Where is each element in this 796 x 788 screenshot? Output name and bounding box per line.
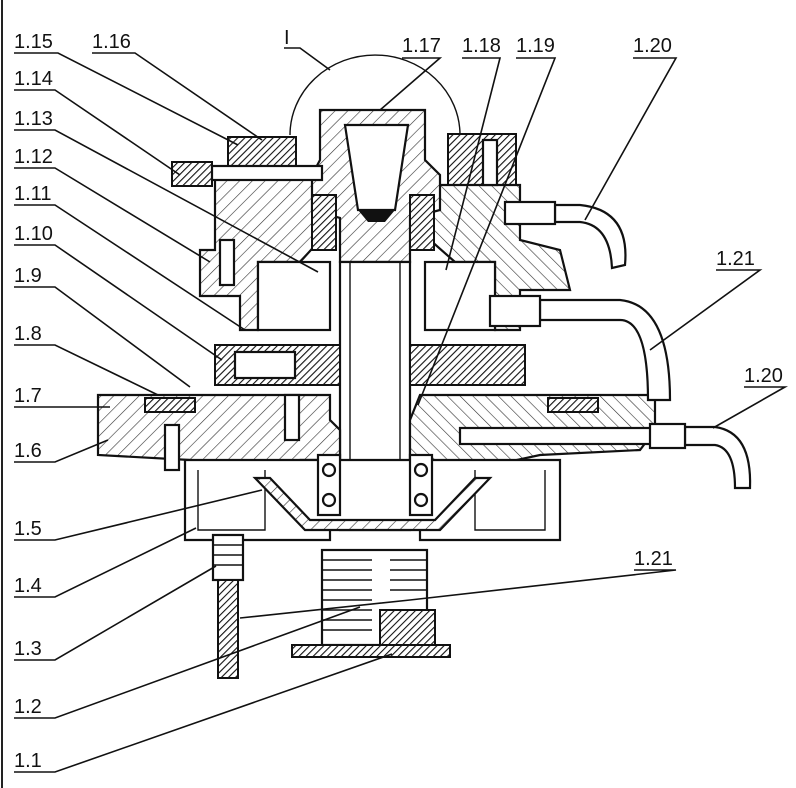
label-1-14: 1.14 <box>14 68 53 90</box>
detail-circle-I <box>289 54 461 136</box>
thread-lines <box>322 559 427 631</box>
seal-ring-left <box>144 397 196 413</box>
label-1-9: 1.9 <box>14 265 42 287</box>
fitting-hex <box>213 544 243 566</box>
label-1-18: 1.18 <box>462 35 501 57</box>
hose-fitting-mid <box>488 294 542 328</box>
leader-lines <box>14 47 789 773</box>
lower-shell-inner <box>197 470 546 531</box>
label-1-7: 1.7 <box>14 385 42 407</box>
label-1-11: 1.11 <box>14 183 51 205</box>
bearing-ball-2 <box>321 492 337 508</box>
label-1-3: 1.3 <box>14 638 42 660</box>
top-left-clamp <box>227 136 297 168</box>
label-1-15: 1.15 <box>14 31 53 53</box>
fitting-pipe <box>217 579 239 679</box>
label-1-1: 1.1 <box>14 750 42 772</box>
base-plate-1-1 <box>291 644 451 658</box>
upper-housing <box>198 133 572 332</box>
label-I: I <box>284 27 290 49</box>
label-1-19: 1.19 <box>516 35 555 57</box>
hose-1-20-top <box>553 203 627 270</box>
label-1-16: 1.16 <box>92 31 131 53</box>
label-1-21-bottom: 1.21 <box>634 548 673 570</box>
left-cavity <box>256 260 332 332</box>
hub-tip <box>358 210 395 222</box>
upper-right-bearing <box>409 194 435 251</box>
bearing-ball-4 <box>413 492 429 508</box>
bolt-top-right <box>481 138 499 187</box>
upper-left-bearing <box>311 194 337 251</box>
fitting-body <box>211 533 245 582</box>
label-1-5: 1.5 <box>14 518 42 540</box>
bolt-left-upper <box>218 238 236 287</box>
bolt-left-lower <box>163 423 181 472</box>
middle-disk-slot <box>233 350 297 380</box>
hose-1-21-mid <box>538 298 672 402</box>
part-labels: 1.15 1.16 I 1.17 1.18 1.19 1.20 1.14 1.1… <box>14 27 783 772</box>
label-1-4: 1.4 <box>14 575 42 597</box>
label-1-21-mid: 1.21 <box>716 248 755 270</box>
hose-fitting-top <box>503 200 557 226</box>
hose-fitting-bottom <box>648 422 687 450</box>
label-1-20-top: 1.20 <box>633 35 672 57</box>
label-1-17: 1.17 <box>402 35 441 57</box>
lower-housing <box>96 393 342 472</box>
bottom-nut <box>379 609 436 649</box>
bolt-center <box>283 393 301 442</box>
hose-1-20-bottom <box>683 425 752 490</box>
label-1-10: 1.10 <box>14 223 53 245</box>
bearing-ball-3 <box>413 462 429 478</box>
label-1-13: 1.13 <box>14 108 53 130</box>
seal-ring-right <box>547 397 599 413</box>
bearing-ball-1 <box>321 462 337 478</box>
label-1-8: 1.8 <box>14 323 42 345</box>
label-1-12: 1.12 <box>14 146 53 168</box>
rod-1-20 <box>458 426 662 446</box>
label-1-2: 1.2 <box>14 696 42 718</box>
bolt-shaft-1-14 <box>210 164 324 182</box>
middle-disk-right <box>409 344 526 386</box>
right-cavity <box>423 260 497 332</box>
cup-1-5 <box>252 476 493 532</box>
label-1-20-bottom: 1.20 <box>744 365 783 387</box>
label-1-6: 1.6 <box>14 440 42 462</box>
